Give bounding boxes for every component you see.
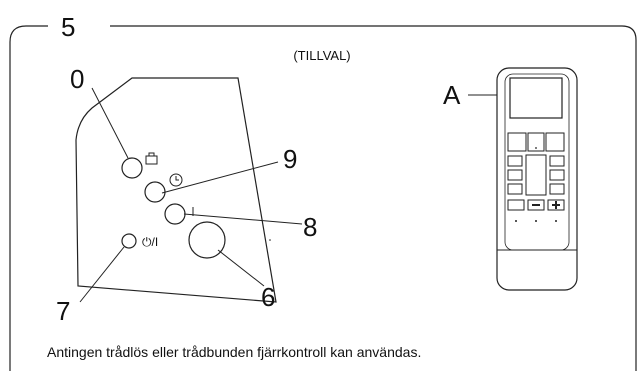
remote-button-2[interactable] [527,132,545,152]
leader-line-6 [217,249,265,287]
remote-control [496,67,578,291]
remote-button-l2[interactable] [507,169,523,181]
power-icon-label: ⏻/I [142,235,158,249]
remote-button-l3[interactable] [507,183,523,195]
remote-button-1[interactable] [507,132,527,152]
indicator-dot [269,239,271,241]
remote-button-r1[interactable] [549,155,565,167]
remote-button-3[interactable] [545,132,565,152]
service-button[interactable] [121,157,143,179]
optional-label: (TILLVAL) [293,48,350,63]
remote-inner-frame [504,73,570,251]
wired-controller-body [75,77,277,303]
remote-button-r2[interactable] [549,169,565,181]
remote-dot-1 [515,220,517,222]
remote-dot-3 [555,220,557,222]
callout-9: 9 [283,144,297,174]
timer-button[interactable] [144,181,166,203]
callout-7: 7 [56,296,70,326]
power-button[interactable] [121,233,137,249]
remote-display [509,77,563,119]
frame-right-edge [110,25,637,371]
caption: Antingen trådlös eller trådbunden fjärrk… [47,344,421,360]
remote-button-center[interactable] [525,154,547,196]
mode-button[interactable] [164,203,186,225]
clock-icon [169,173,183,187]
leader-line-8 [183,213,303,225]
remote-dot [535,147,537,149]
leader-line-7 [79,246,125,303]
leader-line-0 [91,87,129,159]
callout-a: A [443,80,461,110]
service-briefcase-icon [145,152,158,165]
callout-0: 0 [70,64,84,94]
main-button[interactable] [188,221,226,259]
leader-line-9 [161,161,279,194]
remote-button-b1[interactable] [507,199,525,211]
callout-8: 8 [303,212,317,242]
plus-icon-v [555,201,557,209]
frame-left-edge [9,25,48,371]
minus-icon [532,204,540,206]
remote-button-r3[interactable] [549,183,565,195]
remote-dot-2 [535,220,537,222]
step-number: 5 [61,12,75,42]
callout-6: 6 [261,282,275,312]
remote-button-l1[interactable] [507,155,523,167]
